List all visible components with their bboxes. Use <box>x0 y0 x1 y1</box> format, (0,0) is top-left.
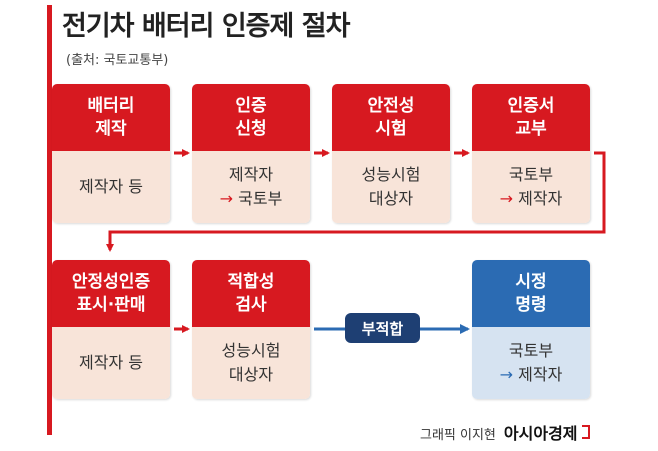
publisher-logo: 아시아경제 <box>503 424 578 443</box>
step-body: 성능시험 대상자 <box>192 327 310 399</box>
step-title: 배터리 제작 <box>52 84 170 151</box>
step-certification-label-sale: 안정성인증 표시·판매 제작자 등 <box>52 260 170 399</box>
step-body: 제작자 등 <box>52 151 170 223</box>
step-body: 제작자 등 <box>52 327 170 399</box>
step-title: 인증서 교부 <box>472 84 590 151</box>
step-body-arrow-line: → 제작자 <box>499 365 563 384</box>
step-certificate-issuance: 인증서 교부 국토부 → 제작자 <box>472 84 590 223</box>
accent-bar <box>47 5 52 435</box>
step-title: 안정성인증 표시·판매 <box>52 260 170 327</box>
step-battery-manufacture: 배터리 제작 제작자 등 <box>52 84 170 223</box>
step-body-arrow-line: → 국토부 <box>219 189 283 208</box>
source-note: (출처: 국토교통부) <box>66 53 169 68</box>
page-title: 전기차 배터리 인증제 절차 <box>62 11 350 42</box>
graphic-byline: 그래픽 이지현 <box>420 428 496 443</box>
step-title: 시정 명령 <box>472 260 590 327</box>
step-body: 국토부 → 제작자 <box>472 151 590 223</box>
step-body: 국토부 → 제작자 <box>472 327 590 399</box>
step-body-arrow-line: → 제작자 <box>499 189 563 208</box>
step-title: 안전성 시험 <box>332 84 450 151</box>
step-body: 성능시험 대상자 <box>332 151 450 223</box>
step-corrective-order: 시정 명령 국토부 → 제작자 <box>472 260 590 399</box>
publisher-logo-mark-icon <box>581 425 590 439</box>
arrow-glyph-icon: → <box>499 189 514 208</box>
arrow-row-wrap <box>106 151 606 252</box>
nonconformity-badge: 부적합 <box>345 313 420 343</box>
step-conformity-inspection: 적합성 검사 성능시험 대상자 <box>192 260 310 399</box>
step-safety-test: 안전성 시험 성능시험 대상자 <box>332 84 450 223</box>
arrow-glyph-icon: → <box>219 189 234 208</box>
step-title: 인증 신청 <box>192 84 310 151</box>
arrow-glyph-icon: → <box>499 365 514 384</box>
step-body: 제작자 → 국토부 <box>192 151 310 223</box>
credit-line: 그래픽 이지현 아시아경제 <box>420 420 590 444</box>
step-title: 적합성 검사 <box>192 260 310 327</box>
step-certification-application: 인증 신청 제작자 → 국토부 <box>192 84 310 223</box>
